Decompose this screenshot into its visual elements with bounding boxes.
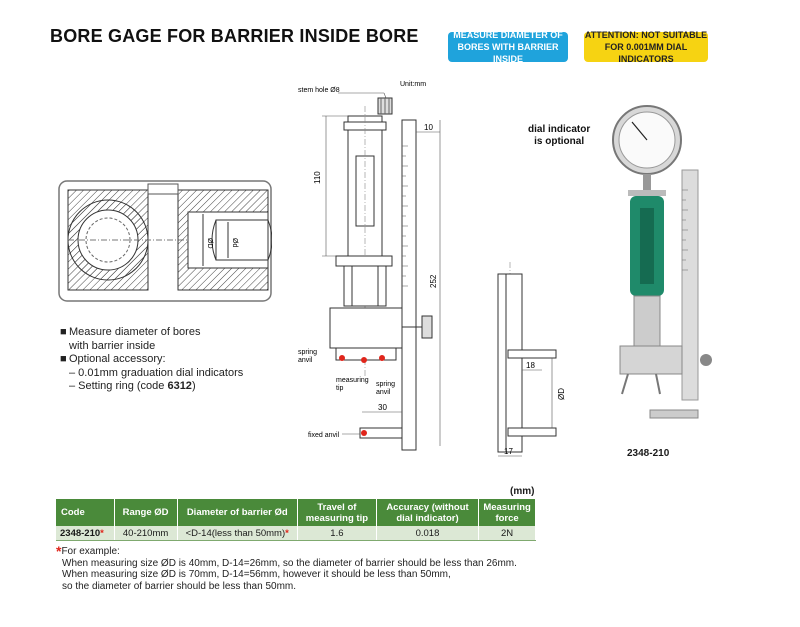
dim-18-label: 18 [526,361,535,370]
feature-text: ) [191,380,196,392]
badge-attention: ATTENTION: NOT SUITABLE FOR 0.001MM DIAL… [584,30,708,64]
label-line: anvil [376,389,391,396]
column-header: Diameter of barrier Ød [177,499,298,526]
label-line: spring [298,349,317,356]
force-cell: 2N [478,526,536,541]
column-header: Accuracy (without dial indicator) [376,499,480,526]
feature-text: – Setting ring (code [69,380,168,392]
feature-text: – 0.01mm graduation dial indicators [69,366,244,379]
example-notes: *For example: When measuring size ØD is … [56,543,517,592]
product-code-caption: 2348-210 [627,448,670,459]
dim-10-label: 10 [424,123,433,132]
column-header: Travel of measuring tip [297,499,377,526]
dim-252-label: 252 [429,274,438,288]
unit-label: Unit:mm [400,81,426,88]
column-header: Code [56,499,115,526]
travel-cell: 1.6 [297,526,377,541]
note-line: When measuring size ØD is 40mm, D-14=26m… [62,557,517,569]
badge-line: MEASURE DIAMETER OF [453,30,563,40]
dim-17-label: 17 [504,447,513,456]
feature-text: with barrier inside [69,339,156,352]
dim-d-label: Ød [231,238,238,247]
side-view-drawing: 18 ØD 17 [497,262,566,457]
range-cell: 40-210mm [114,526,178,541]
note-line: is optional [534,136,585,147]
spec-table: Code Range ØD Diameter of barrier Ød Tra… [56,499,536,541]
badge-line: FOR 0.001MM DIAL INDICATORS [604,42,688,64]
product-photo [612,105,712,419]
badge-line: BORES WITH BARRIER INSIDE [457,42,559,64]
label-line: spring [376,381,395,388]
dial-indicator-note: dial indicator is optional [528,124,590,148]
fixed-anvil-label: fixed anvil [308,432,340,439]
page-title: BORE GAGE FOR BARRIER INSIDE BORE [50,26,419,46]
badge-barrier-bores: MEASURE DIAMETER OF BORES WITH BARRIER I… [448,30,568,64]
setting-ring-code: 6312 [167,380,192,392]
feature-list: ■Measure diameter of bores with barrier … [60,326,243,394]
badge-line: ATTENTION: NOT SUITABLE [584,30,708,40]
asterisk-icon: * [100,527,104,539]
barrier-cell: <D-14(less than 50mm)* [177,526,298,541]
feature-text: Optional accessory: [69,353,166,365]
label-line: tip [336,385,344,392]
note-line: so the diameter of barrier should be les… [62,580,297,592]
table-unit: (mm) [510,486,535,497]
label-line: measuring [336,377,369,384]
bore-cross-section-drawing: ØD Ød [58,180,272,302]
bullet-icon: ■ [60,353,67,365]
accuracy-cell: 0.018 [376,526,480,541]
stem-hole-label: stem hole Ø8 [298,87,340,94]
bullet-icon: ■ [60,326,67,338]
note-line: dial indicator [528,124,591,135]
feature-text: Measure diameter of bores [69,326,201,338]
label-line: anvil [298,357,313,364]
table-row: 2348-210* 40-210mm <D-14(less than 50mm)… [56,526,536,541]
column-header: Range ØD [114,499,178,526]
table-header-row: Code Range ØD Diameter of barrier Ød Tra… [56,499,536,526]
notes-heading: For example: [61,546,120,557]
dim-D-side-label: ØD [557,388,566,400]
dim-30-label: 30 [378,403,387,412]
column-header: Measuring force [478,499,536,526]
asterisk-icon: * [285,527,289,539]
dim-D-label: ØD [206,238,213,249]
dim-110-label: 110 [313,171,322,184]
note-line: When measuring size ØD is 70mm, D-14=56m… [62,569,451,580]
code-cell: 2348-210* [56,526,115,541]
asterisk-icon: * [56,543,62,559]
